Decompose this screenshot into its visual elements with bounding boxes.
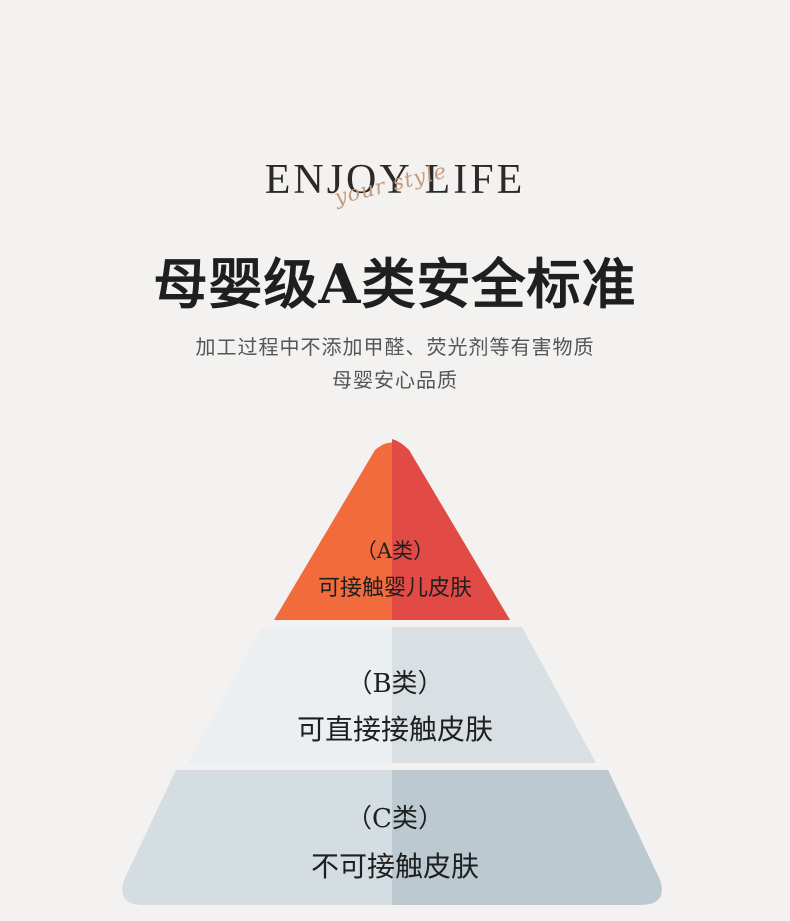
tier-a-label: （A类） bbox=[355, 539, 435, 563]
brand-logo: ENJOY LIFE your style bbox=[0, 150, 790, 230]
page-title: 母婴级A类安全标准 bbox=[153, 252, 637, 316]
tier-c-label: （C类） bbox=[346, 804, 444, 834]
tier-c-shape bbox=[122, 770, 662, 905]
brand-wordmark: ENJOY LIFE bbox=[264, 157, 526, 203]
subtitle-line-2: 母婴安心品质 bbox=[332, 368, 458, 392]
subtitle-line-1: 加工过程中不添加甲醛、荧光剂等有害物质 bbox=[195, 335, 595, 359]
tier-b-label: （B类） bbox=[346, 669, 444, 699]
tier-a-shape bbox=[274, 439, 510, 620]
tier-c-desc: 不可接触皮肤 bbox=[310, 850, 479, 883]
tier-a-desc: 可接触婴儿皮肤 bbox=[317, 576, 472, 601]
tier-b-shape bbox=[188, 627, 596, 763]
tier-b-desc: 可直接接触皮肤 bbox=[296, 713, 493, 746]
